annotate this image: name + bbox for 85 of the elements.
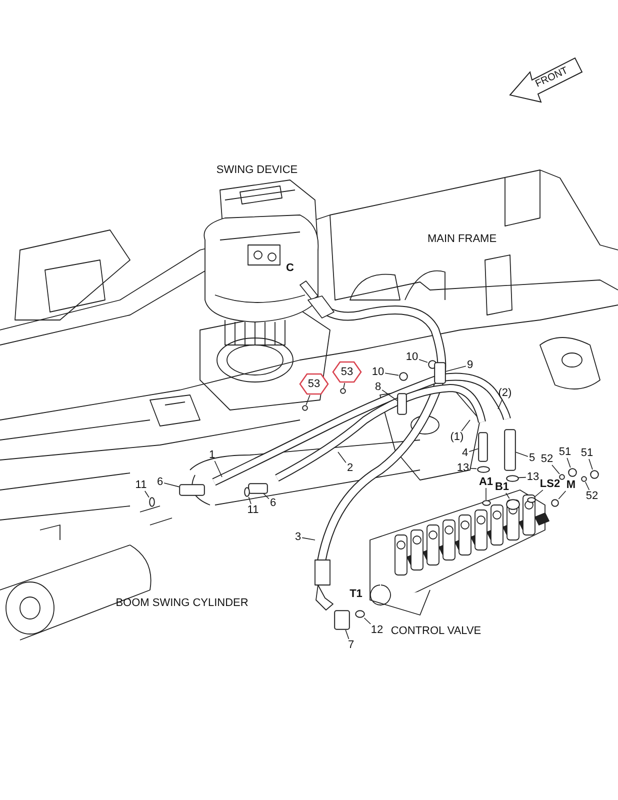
callout-number: 51 xyxy=(580,447,594,459)
port-label: C xyxy=(285,262,295,274)
part-name: BOOM SWING CYLINDER xyxy=(114,597,250,609)
callout-number: 13 xyxy=(456,462,470,474)
hose-fitting xyxy=(248,482,268,494)
leader-line xyxy=(343,382,346,388)
hose-clamp xyxy=(397,393,407,415)
leader-line xyxy=(248,496,252,504)
leader-line xyxy=(558,490,566,500)
leader-line xyxy=(164,482,180,488)
o-ring xyxy=(581,476,587,482)
part-name: CONTROL VALVE xyxy=(390,625,482,637)
port-label: A1 xyxy=(478,476,494,488)
port-label: M xyxy=(565,479,577,491)
valve-port xyxy=(526,497,536,503)
part-name: MAIN FRAME xyxy=(426,233,498,245)
hose-clamp xyxy=(434,362,446,384)
leader-line xyxy=(338,452,346,463)
leader-line xyxy=(364,618,371,624)
callout-hexagon: 53 xyxy=(332,361,362,383)
o-ring xyxy=(244,487,250,497)
leader-line xyxy=(566,458,571,468)
callout-number: 1 xyxy=(208,449,216,461)
leader-line xyxy=(534,490,544,498)
nut xyxy=(302,405,308,411)
leader-line xyxy=(302,537,316,540)
leader-line xyxy=(382,390,398,401)
callout-number: (2) xyxy=(497,387,513,399)
leader-line xyxy=(470,468,477,470)
elbow-fitting xyxy=(334,610,350,630)
hose-fitting xyxy=(504,429,516,471)
port-label: T1 xyxy=(348,588,364,600)
leader-line xyxy=(518,476,526,478)
leader-line xyxy=(468,448,478,452)
leader-line xyxy=(585,482,590,490)
callout-number: 12 xyxy=(370,624,384,636)
callout-number: 13 xyxy=(526,471,540,483)
plug xyxy=(590,470,598,478)
o-ring xyxy=(149,497,155,507)
port-label: B1 xyxy=(494,481,510,493)
callout-number: 11 xyxy=(134,479,148,491)
o-ring xyxy=(355,610,365,618)
o-ring xyxy=(506,474,518,482)
callout-number: 9 xyxy=(466,359,474,371)
o-ring xyxy=(476,466,490,472)
callout-number: 6 xyxy=(268,497,278,509)
callout-number: 10 xyxy=(404,351,420,363)
hose-fitting xyxy=(478,432,488,462)
callout-number: 51 xyxy=(558,446,572,458)
callout-number: 3 xyxy=(294,531,302,543)
valve-port xyxy=(482,500,490,506)
hose-fitting xyxy=(179,484,205,496)
leader-line xyxy=(263,493,270,500)
leader-line xyxy=(384,372,399,376)
callout-number: 4 xyxy=(460,447,470,459)
leader-line xyxy=(498,398,503,410)
bolt-head xyxy=(398,372,408,380)
callout-number: 8 xyxy=(374,381,382,393)
valve-port xyxy=(551,499,559,507)
port-label: LS2 xyxy=(538,478,562,490)
leader-line xyxy=(588,458,593,470)
callout-number: 52 xyxy=(540,453,554,465)
leader-line xyxy=(144,490,150,498)
callout-number: 11 xyxy=(246,504,260,516)
leader-line xyxy=(214,460,222,478)
o-ring xyxy=(559,474,565,480)
callout-number: 6 xyxy=(156,476,164,488)
callout-number: 5 xyxy=(528,452,536,464)
nut xyxy=(340,388,346,394)
leader-line xyxy=(345,630,350,640)
callout-number: 7 xyxy=(346,639,356,651)
callout-number: 10 xyxy=(370,366,386,378)
leader-line xyxy=(418,359,428,363)
callout-number: 52 xyxy=(584,490,600,502)
callout-hexagon: 53 xyxy=(299,373,329,395)
leader-line xyxy=(516,452,528,457)
callout-number: 2 xyxy=(346,462,354,474)
leader-line xyxy=(306,394,310,406)
leader-line xyxy=(446,366,466,372)
callout-number: (1) xyxy=(449,431,465,443)
leader-line xyxy=(552,464,560,474)
leader-line xyxy=(461,420,470,432)
part-name: SWING DEVICE xyxy=(215,164,299,176)
leader-line xyxy=(506,492,510,499)
plug xyxy=(568,468,576,476)
